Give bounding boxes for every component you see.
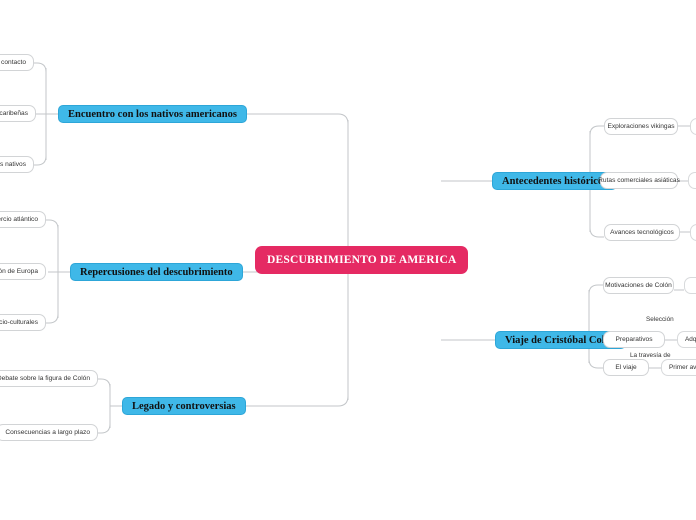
root-label: DESCUBRIMIENTO DE AMERICA [267,254,457,266]
branch-repercusiones[interactable]: Repercusiones del descubrimiento [70,263,243,281]
root-node[interactable]: DESCUBRIMIENTO DE AMERICA [255,246,469,274]
leaf-label: Exploraciones vikingas [607,123,675,130]
leaf-label: Cambios socio-culturales [0,319,38,326]
leaf-islas-caribenas[interactable]: Islas caribeñas [0,105,36,122]
leaf-label: Consecuencias a largo plazo [5,429,90,436]
leaf-label: Islas caribeñas [0,110,28,117]
leaf3-adquisicion[interactable]: Adquisi [677,331,696,348]
leaf3-label: Primer avista [669,364,696,371]
leaf-cambios-socio-culturales[interactable]: Cambios socio-culturales [0,314,46,331]
leaf3-primer-avistamiento[interactable]: Primer avista [661,359,696,376]
leaf3-label-seleccion: Selección [646,316,674,323]
leaf-label: Motivaciones de Colón [605,282,672,289]
leaf3-antecedentes-b[interactable] [688,172,696,189]
leaf3-label: Adquisi [685,336,696,343]
leaf-el-viaje[interactable]: El viaje [603,359,649,376]
leaf-label: Primer contacto [0,59,26,66]
branch-repercusiones-label: Repercusiones del descubrimiento [80,266,233,278]
leaf-label: Pueblos nativos [0,161,26,168]
leaf-label: Rutas comerciales asiáticas [598,177,680,184]
leaf-comercio-atlantico[interactable]: Comercio atlántico [0,211,46,228]
leaf3-motivaciones-child[interactable] [684,277,696,294]
leaf-avances-tecnologicos[interactable]: Avances tecnológicos [604,224,680,241]
leaf-label: El viaje [615,364,637,371]
leaf-debate-figura-colon[interactable]: Debate sobre la figura de Colón [0,370,98,387]
branch-legado[interactable]: Legado y controversias [122,397,246,415]
leaf-exploraciones-vikingas[interactable]: Exploraciones vikingas [604,118,678,135]
leaf-label: Avances tecnológicos [610,229,674,236]
branch-antecedentes-label: Antecedentes históricos [502,175,608,187]
branch-legado-label: Legado y controversias [132,400,236,412]
leaf-primer-contacto[interactable]: Primer contacto [0,54,34,71]
branch-encuentro-label: Encuentro con los nativos americanos [68,108,237,120]
leaf-label: Comercio atlántico [0,216,38,223]
leaf-preparativos[interactable]: Preparativos [603,331,665,348]
leaf-motivaciones-colon[interactable]: Motivaciones de Colón [603,277,674,294]
leaf-expansion-europa[interactable]: Expansión de Europa [0,263,46,280]
leaf-label: Preparativos [615,336,653,343]
leaf-pueblos-nativos[interactable]: Pueblos nativos [0,156,34,173]
branch-viaje-label: Viaje de Cristóbal Colón [505,334,616,346]
leaf3-label-travesia: La travesía de [630,352,671,359]
branch-viaje[interactable]: Viaje de Cristóbal Colón [495,331,626,349]
branch-encuentro[interactable]: Encuentro con los nativos americanos [58,105,247,123]
leaf-rutas-comerciales-asiaticas[interactable]: Rutas comerciales asiáticas [598,172,680,189]
leaf-label: Expansión de Europa [0,268,38,275]
leaf3-antecedentes-a[interactable] [690,118,696,135]
leaf-consecuencias-largo-plazo[interactable]: Consecuencias a largo plazo [0,424,98,441]
leaf-label: Debate sobre la figura de Colón [0,375,90,382]
leaf3-antecedentes-c[interactable] [690,224,696,241]
